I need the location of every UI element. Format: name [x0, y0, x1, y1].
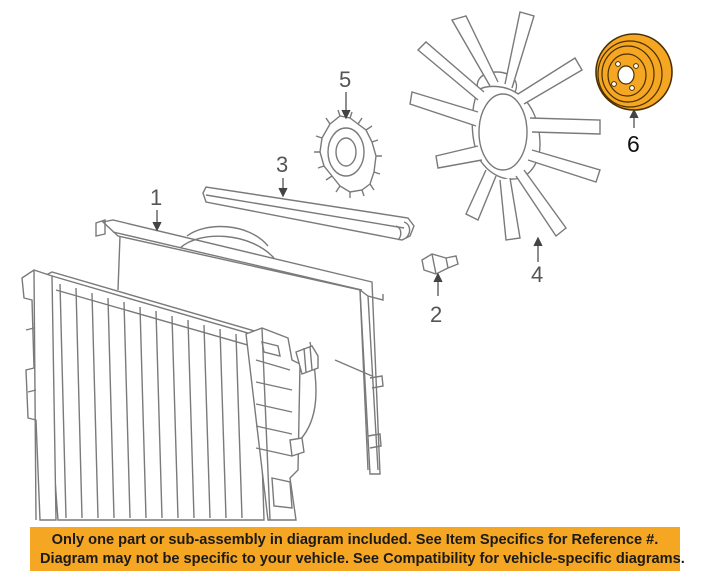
- callout-2: 2: [430, 302, 442, 327]
- fan-shroud: [95, 219, 384, 475]
- callout-4: 4: [531, 262, 543, 287]
- fan-blade: [409, 11, 601, 241]
- water-pump-pulley[interactable]: [595, 33, 673, 111]
- radiator: [21, 269, 319, 521]
- callout-5: 5: [339, 67, 351, 92]
- callout-leaders: [152, 92, 639, 296]
- callout-3: 3: [276, 152, 288, 177]
- fan-clutch: [314, 109, 382, 198]
- callout-1: 1: [150, 185, 162, 210]
- fan-bolt: [421, 253, 459, 275]
- disclaimer-banner: Only one part or sub-assembly in diagram…: [30, 527, 685, 571]
- disclaimer-line-1: Only one part or sub-assembly in diagram…: [51, 532, 659, 548]
- callout-6: 6: [627, 131, 640, 157]
- disclaimer-line-2: Diagram may not be specific to your vehi…: [40, 551, 685, 567]
- shroud-cover-strip: [202, 186, 415, 241]
